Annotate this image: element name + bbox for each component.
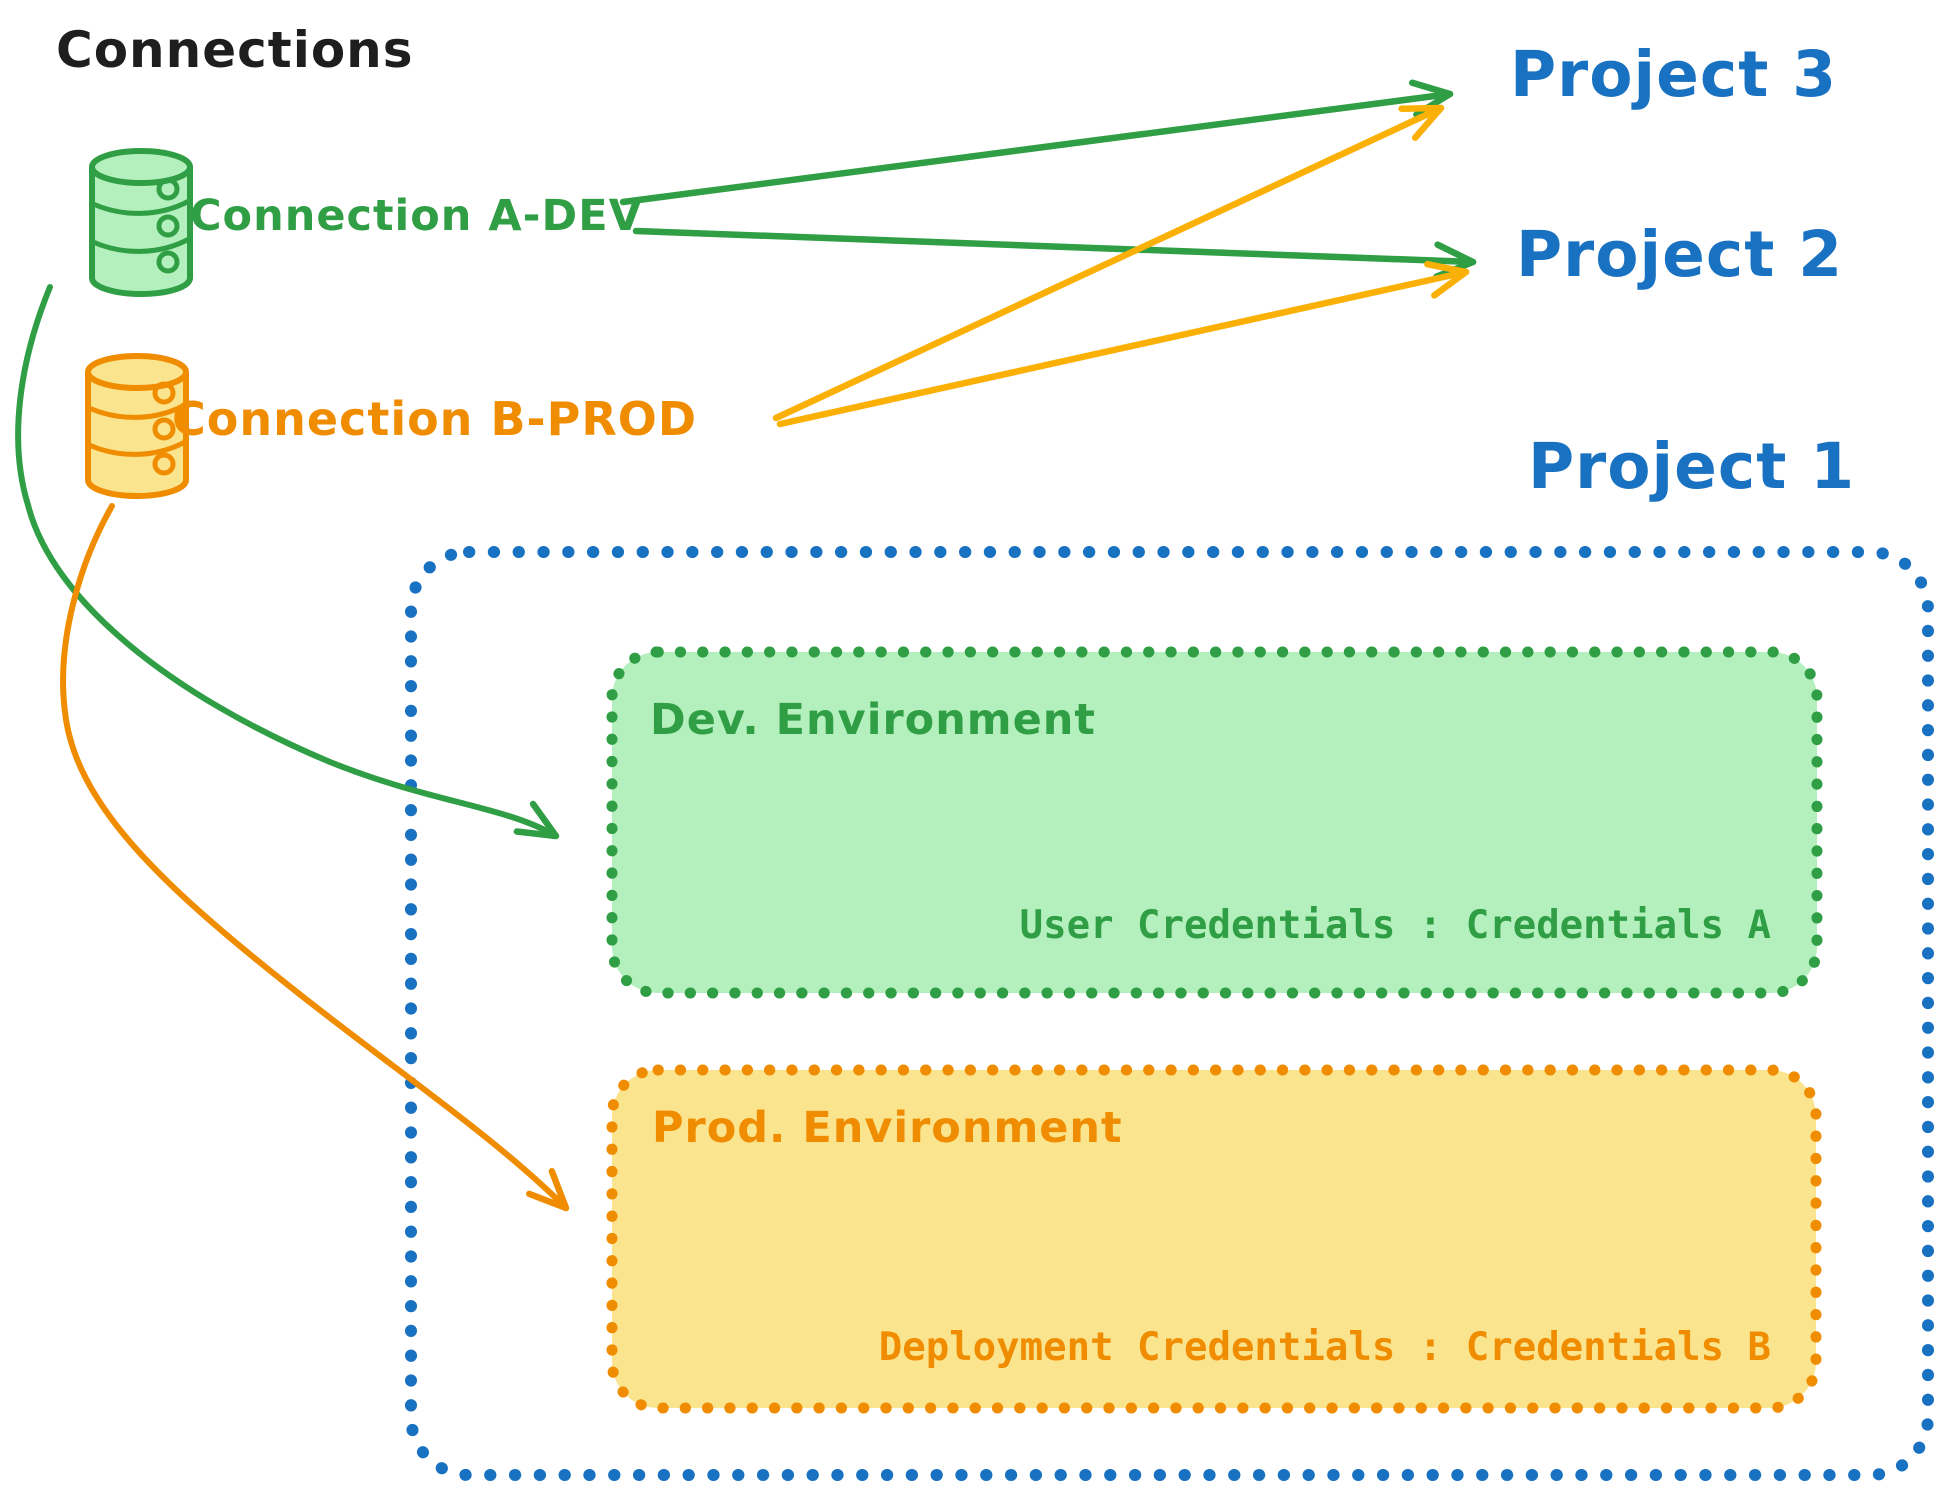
arrow-b-prod-to-project3: [772, 104, 1445, 422]
database-led: [156, 177, 180, 201]
arrow-a-dev-to-dev-environment: [15, 284, 560, 840]
database-led: [156, 214, 180, 238]
arrow-a-dev-to-project3: [619, 79, 1454, 206]
database-icon-b-prod: [85, 353, 189, 499]
arrow-b-prod-to-prod-environment: [60, 503, 570, 1212]
dev-environment-box: [606, 646, 1823, 999]
database-divider: [90, 236, 192, 254]
arrow-a-dev-to-project2: [632, 227, 1477, 280]
database-led: [152, 452, 176, 476]
database-divider: [86, 402, 188, 420]
arrow-b-prod-to-project2: [776, 260, 1470, 428]
database-led: [152, 381, 176, 405]
database-top: [89, 148, 193, 186]
database-divider: [90, 198, 192, 216]
database-icon-a-dev: [89, 148, 193, 297]
connection-a-dev-label: Connection A-DEV: [190, 191, 643, 241]
database-top: [85, 353, 189, 391]
project2-label: Project 2: [1516, 218, 1844, 291]
diagram-title: Connections: [56, 21, 414, 79]
database-led: [156, 250, 180, 274]
project3-label: Project 3: [1510, 38, 1838, 111]
dev-environment-credentials: User Credentials : Credentials A: [1019, 903, 1771, 948]
project1-label: Project 1: [1528, 430, 1856, 503]
dev-environment-title: Dev. Environment: [650, 695, 1096, 745]
project1-boundary-box: [405, 546, 1934, 1481]
database-divider: [86, 439, 188, 457]
prod-environment-credentials: Deployment Credentials : Credentials B: [878, 1325, 1771, 1370]
prod-environment-box: [606, 1064, 1822, 1414]
connection-b-prod-label: Connection B-PROD: [172, 392, 698, 446]
prod-environment-title: Prod. Environment: [652, 1103, 1123, 1153]
database-led: [152, 417, 176, 441]
